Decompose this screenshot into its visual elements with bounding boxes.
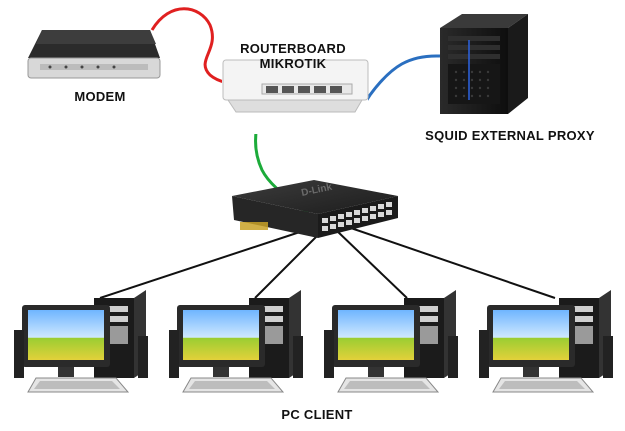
pc-icon [14, 290, 148, 393]
pc-client-1 [14, 290, 148, 393]
server-icon [440, 14, 528, 114]
router-icon [222, 22, 369, 134]
router-label-line2: MIKROTIK [259, 56, 327, 71]
pc-icon [324, 290, 458, 393]
black-cable-pc2 [254, 227, 326, 299]
modem-icon [27, 30, 161, 79]
pc-client-3 [324, 290, 458, 393]
pc-icon [479, 290, 613, 393]
squid-proxy-label: SQUID EXTERNAL PROXY [425, 128, 595, 143]
pc-icon [169, 290, 303, 393]
black-cable-pc3 [335, 229, 408, 299]
black-cable-pc1 [99, 225, 319, 299]
modem-label: MODEM [74, 89, 126, 104]
black-cable-pc4 [344, 225, 556, 299]
pc-client-2 [169, 290, 303, 393]
router-label: ROUTERBOARD MIKROTIK [226, 41, 360, 71]
pc-client-label: PC CLIENT [281, 407, 353, 422]
router-label-line1: ROUTERBOARD [240, 41, 346, 56]
switch-icon: D-Link [232, 180, 398, 238]
pc-client-4 [479, 290, 613, 393]
